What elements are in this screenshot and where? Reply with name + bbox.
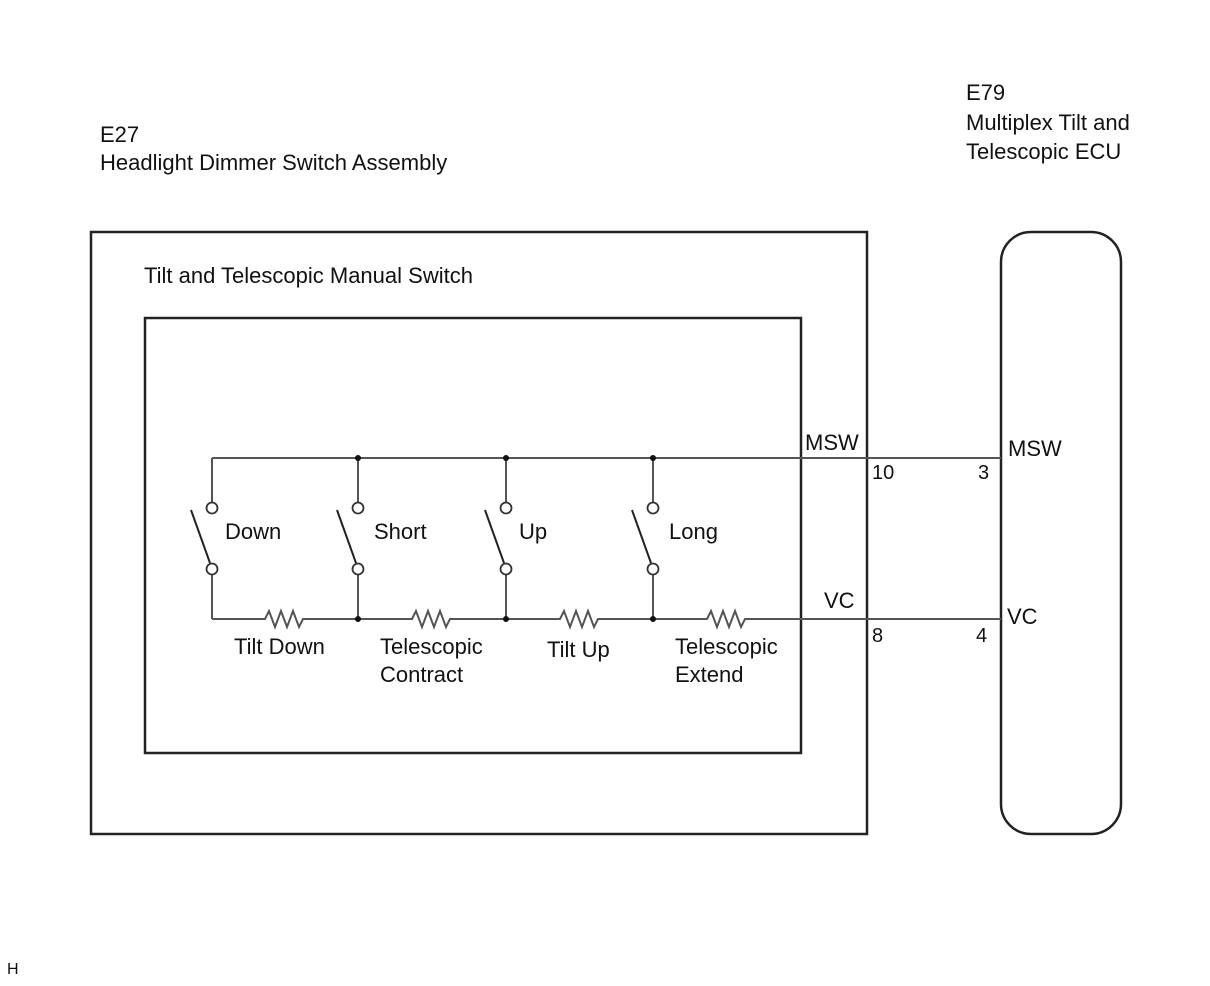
msw-junction-node (503, 455, 509, 461)
resistor-telescopic-extend-label-line1: Telescopic (675, 634, 778, 659)
vc-e27-pin: 8 (872, 625, 883, 647)
switch-up-upper-contact (499, 501, 513, 515)
resistor-tilt-down-label: Tilt Down (234, 634, 325, 659)
msw-signal-label: MSW (805, 430, 859, 455)
resistor-tilt-up-label: Tilt Up (547, 637, 610, 662)
switch-down-label: Down (225, 519, 281, 544)
e79-connector-name-line2: Telescopic ECU (966, 139, 1121, 164)
switch-up (484, 458, 513, 619)
switch-down-lever (190, 509, 211, 564)
msw-junction-node (355, 455, 361, 461)
switch-short-upper-contact (351, 501, 365, 515)
e27-connector-name: Headlight Dimmer Switch Assembly (100, 150, 447, 175)
msw-junction-node (650, 455, 656, 461)
vc-junction-node (355, 616, 361, 622)
vc-signal-label: VC (824, 588, 855, 613)
msw-ecu-label: MSW (1008, 436, 1062, 461)
switch-up-lever (484, 509, 505, 564)
msw-e79-pin: 3 (978, 462, 989, 484)
vc-junction-node (503, 616, 509, 622)
switch-long-lever (631, 509, 652, 564)
switch-down (190, 458, 219, 619)
manual-switch-box (143, 316, 803, 755)
switch-short (336, 458, 365, 619)
vc-ecu-label: VC (1007, 604, 1038, 629)
switch-up-label: Up (519, 519, 547, 544)
switch-long-label: Long (669, 519, 718, 544)
switch-long (631, 458, 660, 619)
manual-switch-title: Tilt and Telescopic Manual Switch (144, 263, 473, 288)
switch-short-label: Short (374, 519, 427, 544)
e79-ecu-box (999, 230, 1123, 836)
switch-down-lower-contact (205, 562, 219, 576)
e79-connector-name-line1: Multiplex Tilt and (966, 110, 1130, 135)
switch-up-lower-contact (499, 562, 513, 576)
e79-connector-code: E79 (966, 80, 1005, 105)
footer-code: H (7, 961, 19, 978)
resistor-telescopic-contract-label-line1: Telescopic (380, 634, 483, 659)
switch-short-lower-contact (351, 562, 365, 576)
switch-long-upper-contact (646, 501, 660, 515)
msw-e27-pin: 10 (872, 462, 894, 484)
switch-long-lower-contact (646, 562, 660, 576)
switch-down-upper-contact (205, 501, 219, 515)
resistor-telescopic-contract-label-line2: Contract (380, 662, 463, 687)
switch-short-lever (336, 509, 357, 564)
e27-connector-code: E27 (100, 122, 139, 147)
vc-e79-pin: 4 (976, 625, 987, 647)
e27-assembly-box (89, 230, 869, 836)
resistor-telescopic-extend-label-line2: Extend (675, 662, 744, 687)
vc-junction-node (650, 616, 656, 622)
